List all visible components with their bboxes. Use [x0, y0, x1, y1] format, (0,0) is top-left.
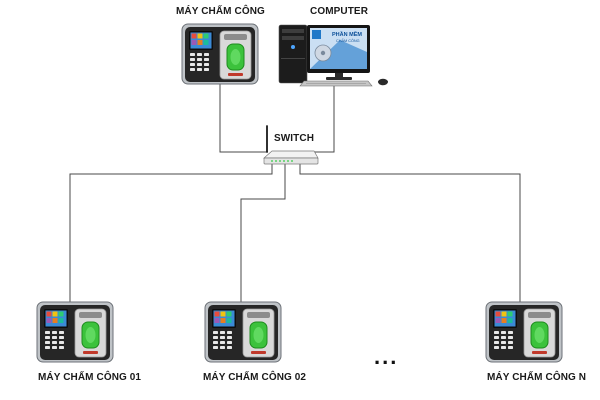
- time-clock-device-n: [485, 301, 563, 363]
- computer-label: COMPUTER: [310, 6, 369, 17]
- link-switch-device-01: [69, 164, 273, 306]
- computer-screen-subtitle: CHẤM CÔNG: [336, 38, 360, 43]
- computer-mouse: [378, 78, 388, 86]
- top-device-label: MÁY CHẤM CÔNG: [176, 6, 265, 17]
- network-switch: [263, 125, 319, 165]
- computer-tower: [278, 24, 308, 84]
- switch-label: SWITCH: [274, 133, 315, 144]
- link-switch-device-02: [240, 164, 286, 306]
- device-01-label: MÁY CHẤM CÔNG 01: [38, 372, 142, 383]
- time-clock-device-top: [181, 23, 259, 85]
- link-top-device-switch: [219, 84, 268, 153]
- connection-lines: [69, 84, 521, 306]
- computer-screen-title: PHẦN MỀM: [332, 31, 362, 38]
- more-devices-ellipsis: ...: [374, 344, 399, 369]
- link-computer-switch: [311, 86, 335, 153]
- device-02-label: MÁY CHẤM CÔNG 02: [203, 372, 307, 383]
- computer: PHẦN MỀM CHẤM CÔNG: [278, 24, 388, 87]
- device-n-label: MÁY CHẤM CÔNG N: [487, 372, 587, 383]
- computer-keyboard: [299, 80, 373, 87]
- computer-monitor: PHẦN MỀM CHẤM CÔNG: [307, 25, 370, 80]
- time-clock-device-02: [204, 301, 282, 363]
- time-clock-device-01: [36, 301, 114, 363]
- link-switch-device-n: [299, 164, 521, 306]
